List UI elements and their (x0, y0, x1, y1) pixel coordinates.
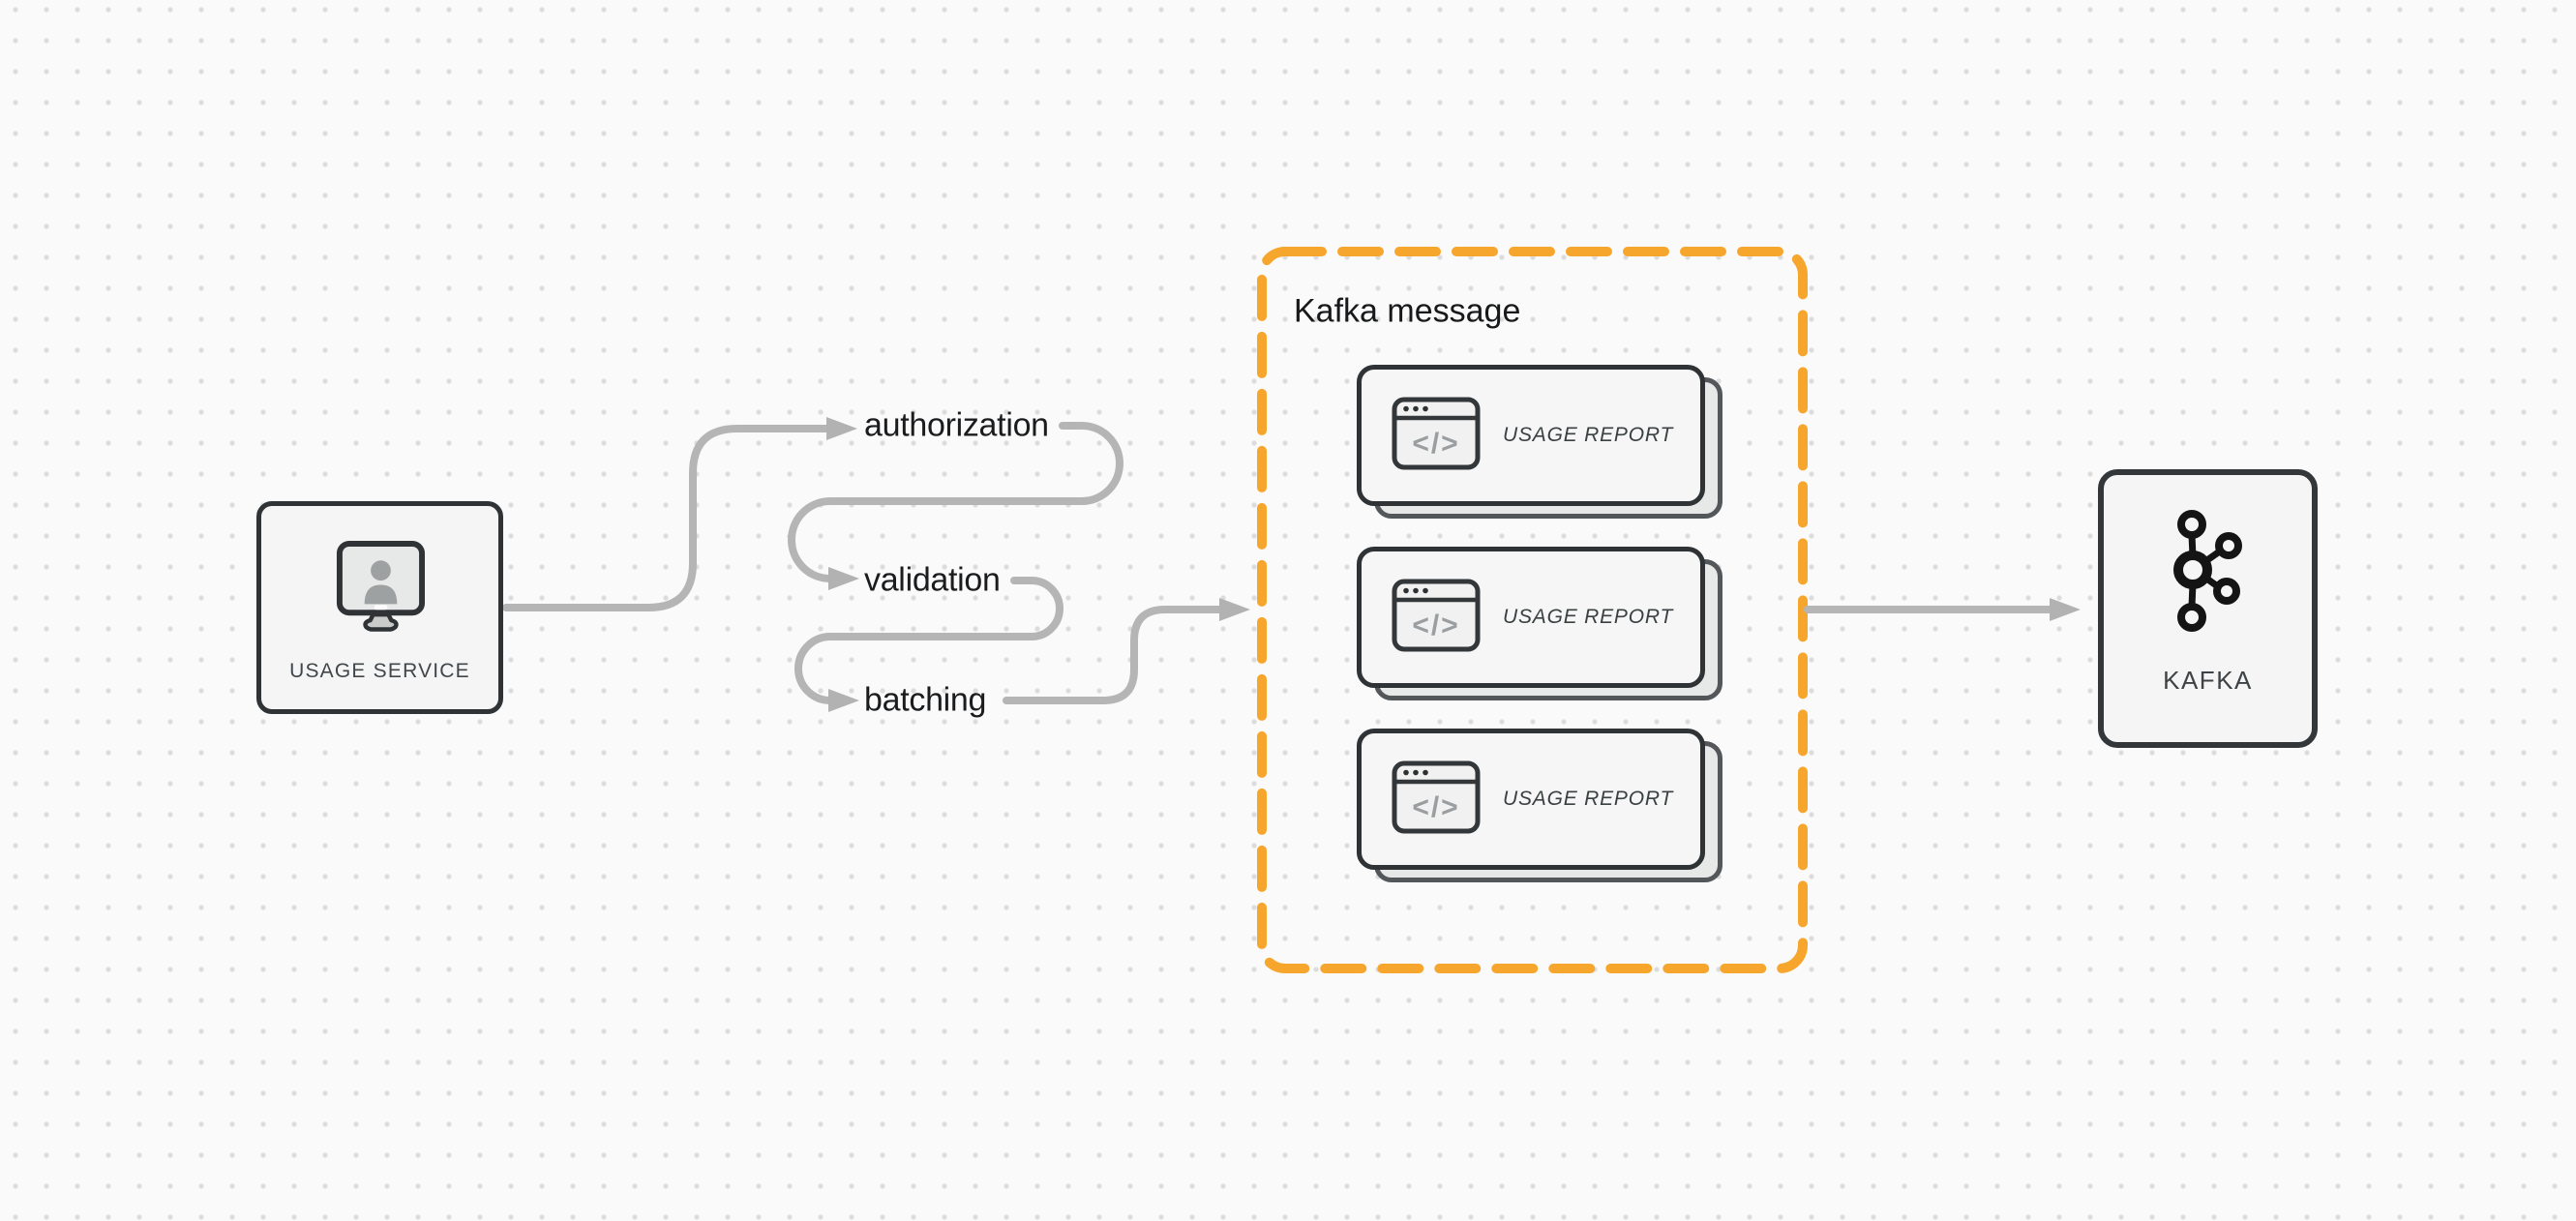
code-glyph: </> (1412, 791, 1459, 823)
code-window-icon: </> (1392, 760, 1481, 839)
usage-report-card: </> USAGE REPORT (1357, 729, 1722, 882)
usage-service-node: USAGE SERVICE (256, 501, 503, 714)
arrow-validation-to-batching (794, 577, 1063, 712)
step-validation: validation (864, 561, 1001, 599)
monitor-user-icon (334, 541, 426, 638)
kafka-label: KAFKA (2163, 666, 2253, 695)
usage-report-label: USAGE REPORT (1503, 606, 1674, 628)
kafka-message-group-border (1257, 247, 1808, 973)
usage-report-card: </> USAGE REPORT (1357, 547, 1722, 700)
kafka-node: KAFKA (2098, 469, 2318, 748)
usage-report-label: USAGE REPORT (1503, 788, 1674, 810)
arrow-batching-to-kafka-message (1003, 598, 1250, 704)
code-window-icon: </> (1392, 579, 1481, 657)
usage-service-label: USAGE SERVICE (289, 660, 470, 682)
code-glyph: </> (1412, 428, 1459, 460)
usage-report-card: </> USAGE REPORT (1357, 365, 1722, 519)
kafka-logo-icon (2172, 510, 2243, 639)
code-glyph: </> (1412, 610, 1459, 641)
step-authorization: authorization (864, 406, 1049, 444)
arrow-usage-to-authorization (502, 417, 857, 611)
kafka-message-group-title: Kafka message (1294, 292, 1521, 330)
arrow-authorization-to-validation (788, 422, 1123, 590)
code-window-icon: </> (1392, 397, 1481, 475)
usage-report-label: USAGE REPORT (1503, 424, 1674, 446)
step-batching: batching (864, 681, 987, 719)
